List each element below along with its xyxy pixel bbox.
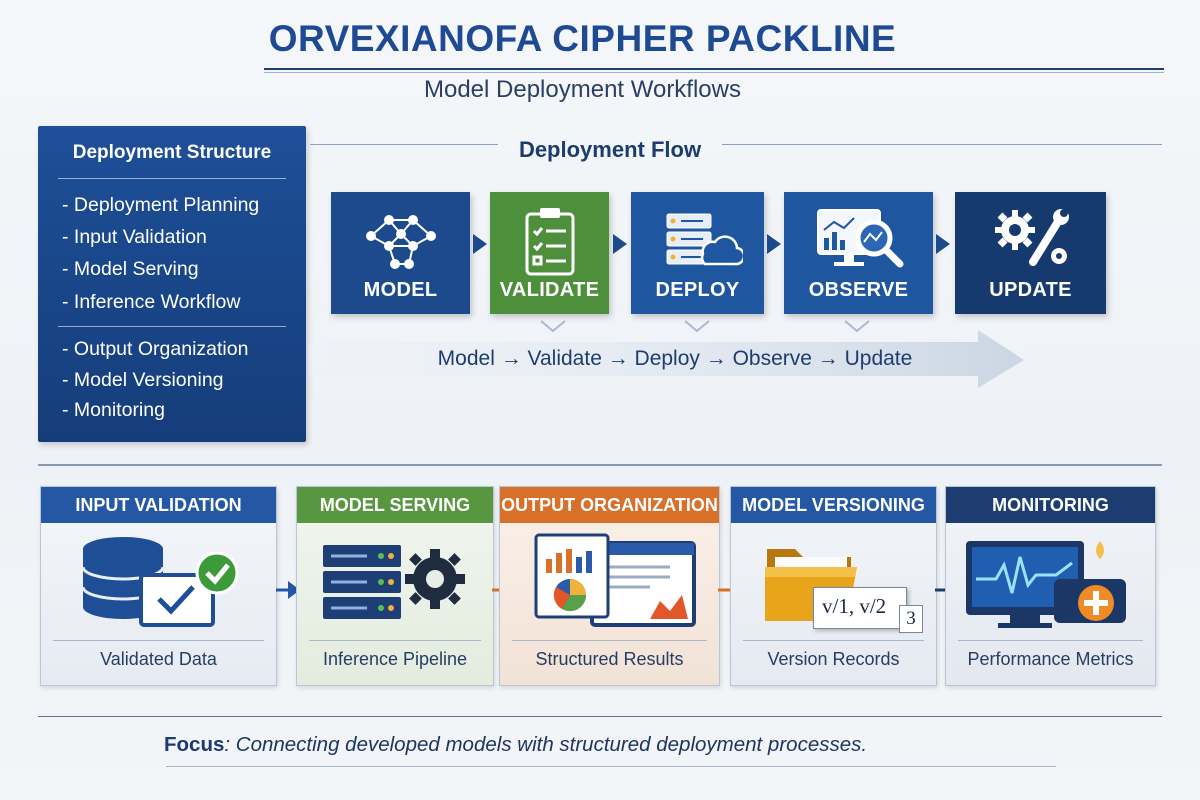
flow-sequence-text: Model → Validate → Deploy → Observe → Up… bbox=[437, 347, 913, 370]
title-divider-thin bbox=[264, 72, 1164, 73]
neural-network-icon bbox=[365, 215, 436, 269]
structure-item-model-serving: - Model Serving bbox=[62, 258, 199, 280]
flow-arrow-icon bbox=[613, 234, 627, 254]
flow-title: Deployment Flow bbox=[518, 137, 702, 162]
flow-step-validate: VALIDATE bbox=[490, 192, 609, 314]
chevron-down-icon bbox=[844, 320, 870, 333]
page-title: ORVEXIANOFA CIPHER PACKLINE bbox=[268, 18, 897, 59]
stage-card-title: MODEL SERVING bbox=[297, 487, 493, 523]
stage-card-title: INPUT VALIDATION bbox=[41, 487, 276, 523]
stage-card-monitoring: MONITORING Performance Metrics bbox=[945, 486, 1156, 686]
analytics-magnifier-icon bbox=[816, 209, 903, 268]
stage-caption-divider bbox=[743, 640, 924, 641]
stage-arrow-icon bbox=[276, 581, 300, 599]
stage-caption-divider bbox=[309, 640, 481, 641]
structure-item-input-validation: - Input Validation bbox=[62, 226, 207, 248]
chevron-down-icon bbox=[684, 320, 710, 333]
server-gear-icon bbox=[323, 545, 465, 619]
title-divider bbox=[264, 68, 1164, 70]
flow-sequence-arrow bbox=[308, 330, 1024, 388]
stage-card-caption: Performance Metrics bbox=[967, 649, 1134, 669]
server-cloud-icon bbox=[666, 213, 743, 266]
flow-step-label: UPDATE bbox=[989, 279, 1072, 301]
stage-card-caption: Structured Results bbox=[535, 649, 684, 669]
flow-arrow-icon bbox=[473, 234, 487, 254]
flow-step-label: VALIDATE bbox=[499, 279, 600, 301]
stage-card-title: MODEL VERSIONING bbox=[731, 487, 936, 523]
focus-statement: Focus: Connecting developed models with … bbox=[164, 733, 867, 757]
structure-divider bbox=[58, 326, 286, 327]
database-check-icon bbox=[81, 537, 239, 627]
clipboard-checklist-icon bbox=[525, 208, 574, 276]
footer-divider bbox=[38, 716, 1162, 717]
stage-card-model-versioning: MODEL VERSIONING v/1, v/2 3 Version Reco… bbox=[730, 486, 937, 686]
footer-underline bbox=[166, 766, 1056, 767]
version-tag-text: v/1, v/2 bbox=[822, 594, 887, 618]
page-subtitle: Model Deployment Workflows bbox=[423, 76, 741, 103]
chevron-down-icon bbox=[540, 320, 566, 333]
flow-arrow-icon bbox=[767, 234, 781, 254]
stage-card-model-serving: MODEL SERVING Inference Pipeline bbox=[296, 486, 494, 686]
report-charts-icon bbox=[534, 533, 696, 627]
flow-step-model: MODEL bbox=[331, 192, 470, 314]
monitor-metrics-icon bbox=[966, 541, 1126, 628]
stage-caption-divider bbox=[958, 640, 1143, 641]
stage-card-title: MONITORING bbox=[946, 487, 1155, 523]
version-tag-extra: 3 bbox=[899, 605, 923, 633]
structure-divider bbox=[58, 178, 286, 179]
flow-step-label: OBSERVE bbox=[808, 279, 909, 301]
stage-caption-divider bbox=[512, 640, 707, 641]
deployment-structure-panel: Deployment Structure - Deployment Planni… bbox=[38, 126, 306, 442]
flow-step-deploy: DEPLOY bbox=[631, 192, 764, 314]
flow-step-observe: OBSERVE bbox=[784, 192, 933, 314]
flow-step-label: DEPLOY bbox=[655, 279, 740, 301]
gears-wrench-icon bbox=[994, 209, 1069, 266]
stage-card-caption: Inference Pipeline bbox=[322, 649, 468, 669]
version-tag: v/1, v/2 bbox=[813, 587, 907, 629]
focus-label: Focus bbox=[164, 733, 225, 756]
structure-item-inference-workflow: - Inference Workflow bbox=[62, 291, 241, 313]
stage-card-input-validation: INPUT VALIDATION Validated Data bbox=[40, 486, 277, 686]
stage-card-caption: Version Records bbox=[767, 649, 900, 669]
stage-card-title: OUTPUT ORGANIZATION bbox=[500, 487, 719, 523]
structure-item-deployment-planning: - Deployment Planning bbox=[62, 194, 260, 216]
structure-item-output-organization: - Output Organization bbox=[62, 338, 249, 360]
stage-card-caption: Validated Data bbox=[100, 649, 217, 669]
structure-item-model-versioning: - Model Versioning bbox=[62, 369, 224, 391]
structure-item-monitoring: - Monitoring bbox=[62, 399, 165, 421]
stage-caption-divider bbox=[53, 640, 264, 641]
structure-title: Deployment Structure bbox=[72, 142, 272, 163]
section-divider bbox=[38, 464, 1162, 466]
flow-step-update: UPDATE bbox=[955, 192, 1106, 314]
flow-divider-right bbox=[722, 144, 1162, 145]
flow-divider-left bbox=[310, 144, 498, 145]
flow-arrow-icon bbox=[936, 234, 950, 254]
focus-text: : Connecting developed models with struc… bbox=[224, 733, 868, 756]
flow-step-label: MODEL bbox=[363, 279, 438, 301]
stage-card-output-organization: OUTPUT ORGANIZATION Structured Results bbox=[499, 486, 720, 686]
